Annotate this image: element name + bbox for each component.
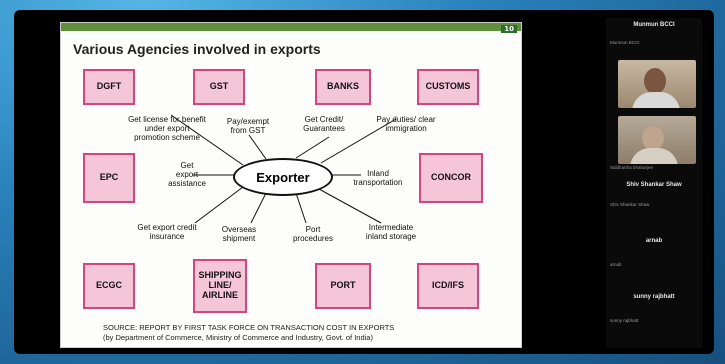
source-line-2: (by Department of Commerce, Ministry of … bbox=[103, 332, 373, 342]
participant-2-label: Siddhartha bhaharjee bbox=[610, 165, 654, 170]
agency-gst: GST bbox=[193, 69, 245, 105]
agency-banks: BANKS bbox=[315, 69, 371, 105]
label-dgft: Get license for benefit under export pro… bbox=[128, 115, 206, 143]
agency-icd-ifs: ICD/IFS bbox=[417, 263, 479, 309]
label-concor: Inland transportation bbox=[353, 169, 403, 188]
participant-header[interactable]: Munmun BCCI bbox=[633, 22, 675, 28]
agency-ecgc: ECGC bbox=[83, 263, 135, 309]
label-customs: Pay duties/ clear immigration bbox=[376, 115, 436, 134]
source-note: SOURCE: REPORT BY FIRST TASK FORCE ON TR… bbox=[103, 323, 394, 343]
label-epc: Get export assistance bbox=[168, 161, 206, 189]
avatar bbox=[642, 126, 664, 150]
label-port: Port procedures bbox=[292, 225, 334, 244]
agency-shipping-line: SHIPPING LINE/ AIRLINE bbox=[193, 259, 247, 313]
participant-5-name[interactable]: sunny rajbhatt bbox=[633, 294, 675, 300]
participants-panel: Munmun BCCI Munmun BCCI Siddhartha bhaha… bbox=[606, 18, 702, 348]
label-gst: Pay/exempt from GST bbox=[226, 117, 270, 136]
slide-top-bar bbox=[61, 23, 521, 31]
label-icd: Intermediate inland storage bbox=[365, 223, 417, 242]
participant-4-name[interactable]: arnab bbox=[645, 238, 663, 244]
source-line-1: SOURCE: REPORT BY FIRST TASK FORCE ON TR… bbox=[103, 323, 395, 332]
label-ecgc: Get export credit insurance bbox=[137, 223, 197, 242]
participant-1-video[interactable] bbox=[618, 60, 696, 108]
agency-concor: CONCOR bbox=[419, 153, 483, 203]
participant-2-video[interactable] bbox=[618, 116, 696, 164]
avatar-body bbox=[630, 148, 678, 164]
label-shipping: Overseas shipment bbox=[221, 225, 257, 244]
participant-5-label: sunny rajbhatt bbox=[610, 318, 639, 323]
participant-3-name[interactable]: Shiv Shankar Shaw bbox=[626, 182, 682, 188]
presentation-slide: 10 Various Agencies involved in exports … bbox=[60, 22, 522, 348]
agency-customs: CUSTOMS bbox=[417, 69, 479, 105]
participant-3-label: Shiv Shankar Shaw bbox=[610, 202, 650, 207]
avatar-body bbox=[632, 92, 680, 108]
avatar bbox=[644, 68, 666, 94]
agency-epc: EPC bbox=[83, 153, 135, 203]
participant-4-label: arnab bbox=[610, 262, 622, 267]
agency-port: PORT bbox=[315, 263, 371, 309]
participant-1-label: Munmun BCCI bbox=[610, 40, 640, 45]
connector-lines bbox=[170, 114, 397, 224]
label-banks: Get Credit/ Guarantees bbox=[303, 115, 345, 134]
slide-title: Various Agencies involved in exports bbox=[73, 41, 321, 57]
agency-dgft: DGFT bbox=[83, 69, 135, 105]
slide-number: 10 bbox=[501, 25, 517, 33]
exporter-node: Exporter bbox=[233, 158, 333, 196]
